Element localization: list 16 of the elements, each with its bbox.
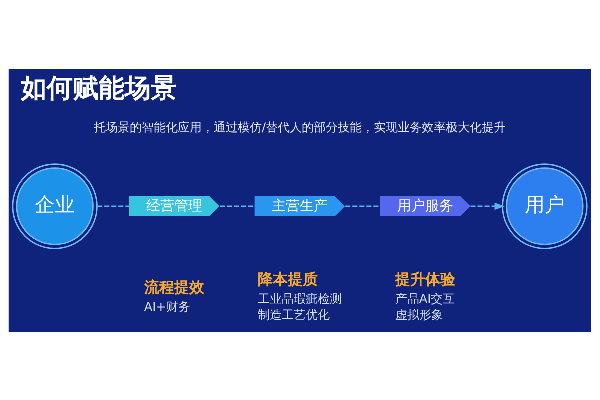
node-label: 工业品瑕疵检测 <box>258 291 342 306</box>
connector <box>346 205 380 207</box>
node-label: 制造工艺优化 <box>258 308 330 322</box>
connector <box>220 205 255 207</box>
node-label: AI+财务 <box>144 300 190 314</box>
node-label: 降本提质 <box>258 270 318 288</box>
node-label: 提升体验 <box>395 270 456 288</box>
label: 托场景的智能化应用，通过模仿/替代人的部分技能，实现业务效率极大化提升 <box>94 120 506 134</box>
arrow <box>470 202 506 210</box>
node-label: 虚拟形象 <box>395 308 444 322</box>
connector <box>98 205 130 207</box>
node-label: 产品AI交互 <box>395 291 456 306</box>
node-circle: 企业 <box>12 163 98 249</box>
node-label: 流程提效 <box>144 278 204 296</box>
node-circle: 用户 <box>502 163 588 249</box>
diagram-title: 如何赋能场景 <box>20 73 177 104</box>
